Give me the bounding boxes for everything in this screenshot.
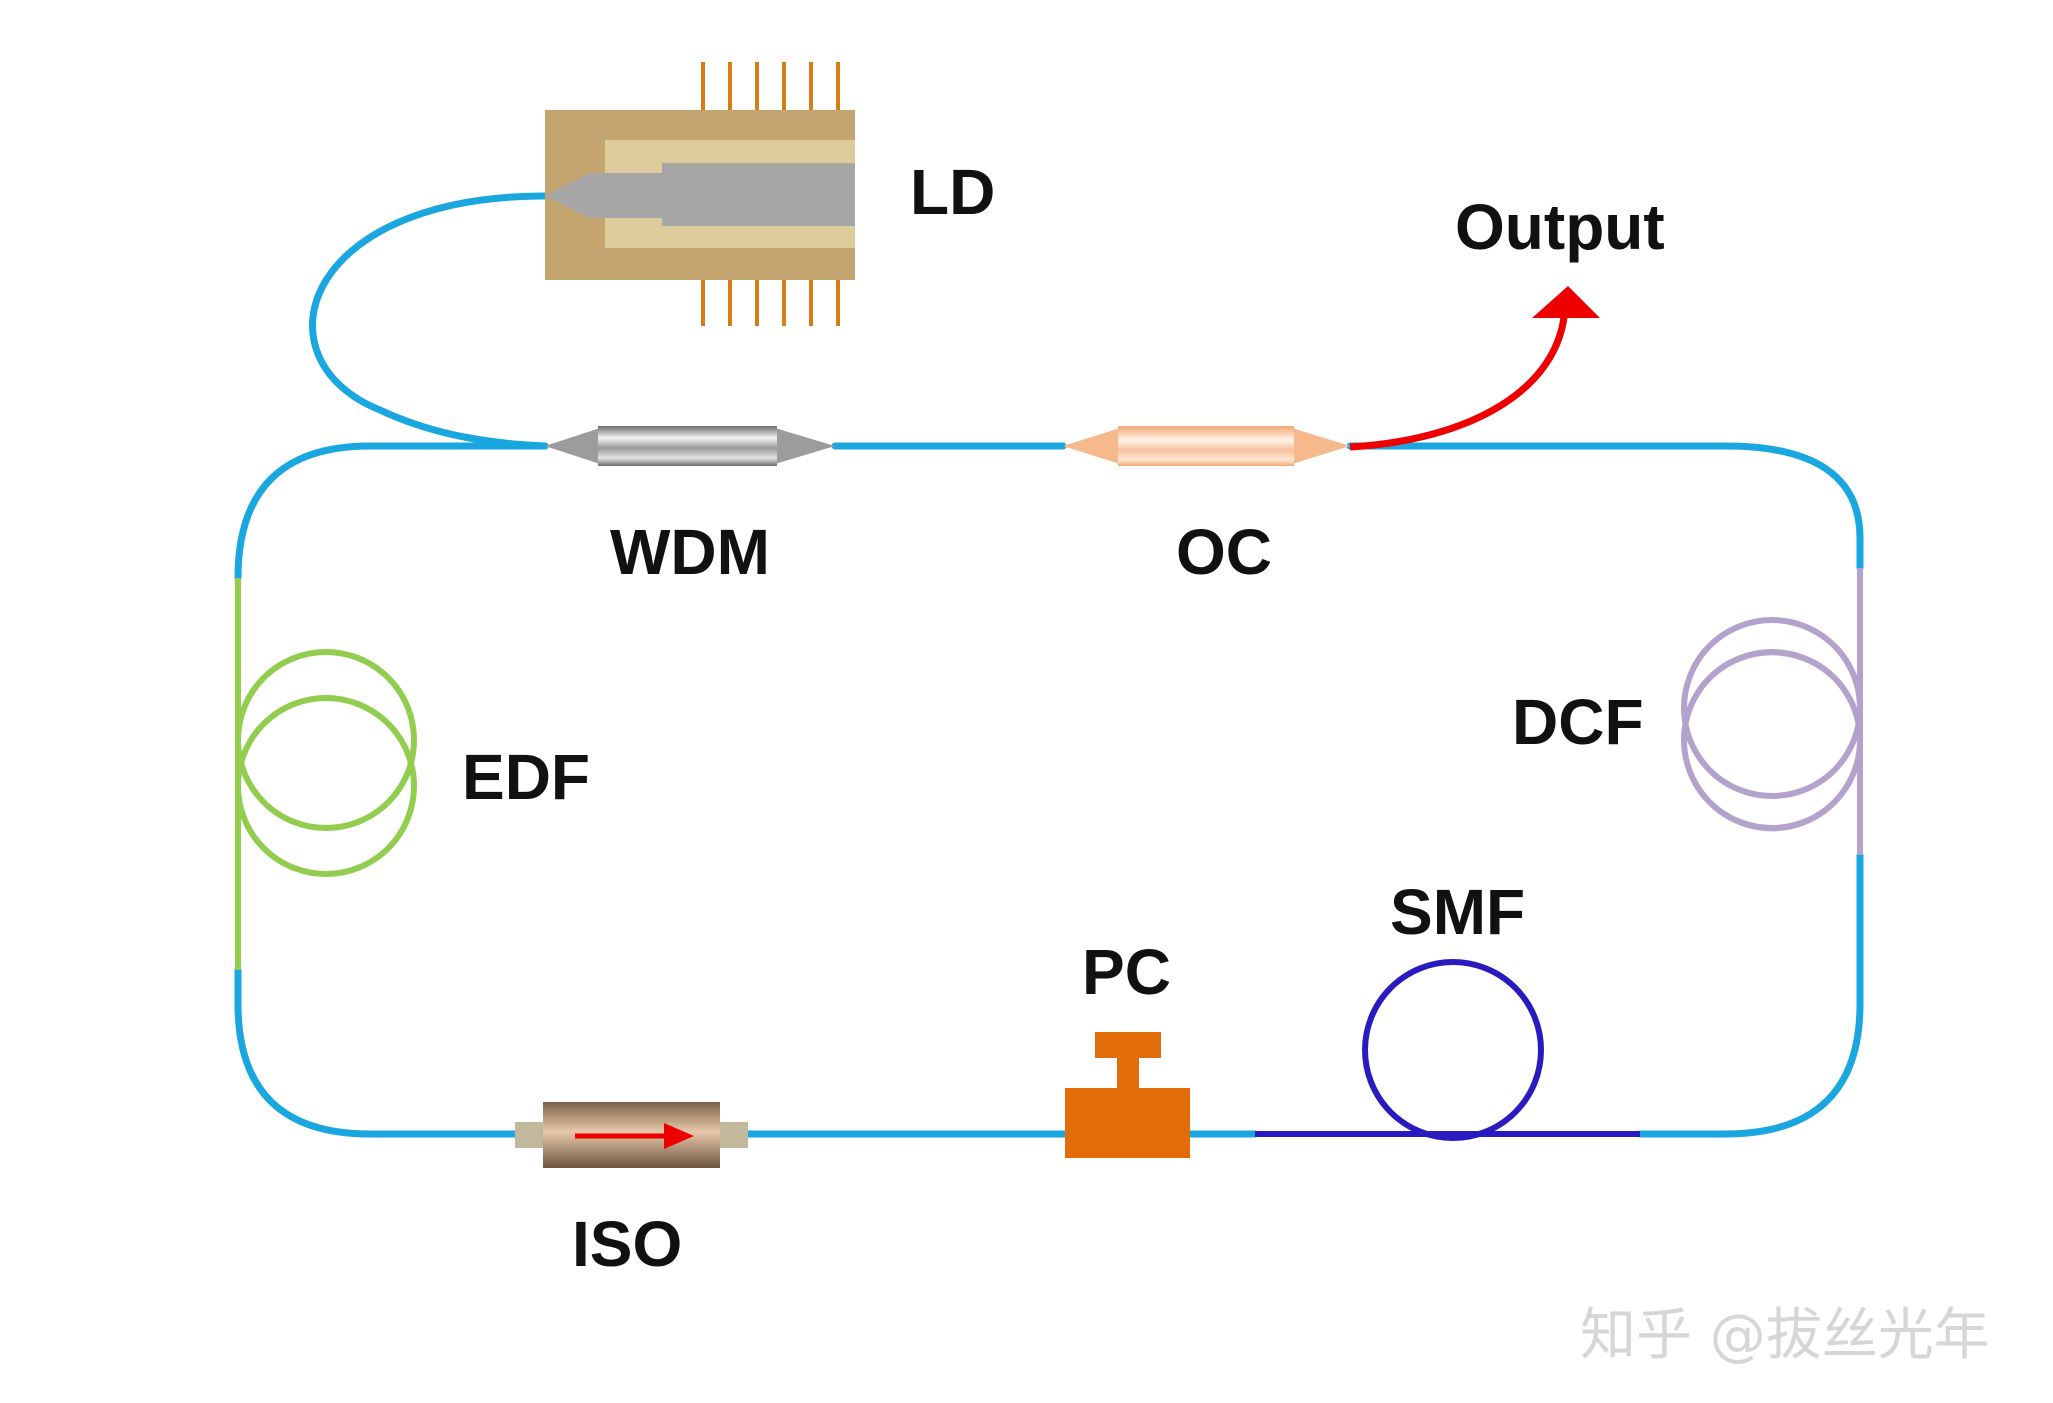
iso-right-ferrule [718, 1122, 748, 1148]
label-dcf: DCF [1512, 686, 1644, 758]
polarization-controller-pc [1065, 1032, 1190, 1158]
label-pc: PC [1082, 936, 1171, 1008]
fiber-left-bottom-segment [234, 966, 524, 1138]
fiber-top-left-segment [234, 442, 549, 582]
dcf-fiber [1681, 568, 1863, 855]
edf-coil-upper [235, 649, 417, 831]
output-arrowhead [1532, 286, 1600, 318]
label-iso: ISO [572, 1208, 683, 1280]
ld-core [662, 163, 855, 226]
dcf-coil-third [1682, 652, 1862, 832]
isolator-iso [515, 1102, 748, 1168]
ld-fiber-taper [545, 173, 662, 218]
label-smf: SMF [1390, 876, 1526, 948]
pc-body [1065, 1088, 1190, 1158]
oc-right-taper [1292, 428, 1350, 464]
output-arrow [1349, 286, 1600, 451]
wdm-left-taper [545, 428, 600, 464]
wdm-body [598, 426, 777, 466]
label-output: Output [1455, 191, 1665, 263]
fiber-pump-loop [309, 192, 549, 450]
fiber-right-top-segment [1346, 442, 1864, 572]
wdm-right-taper [775, 428, 835, 464]
iso-direction-arrowhead [664, 1123, 694, 1149]
label-oc: OC [1176, 516, 1272, 588]
wdm-coupler [545, 426, 835, 466]
output-coupler-oc [1063, 426, 1350, 466]
fiber-bottom-right-segment [1636, 851, 1864, 1138]
oc-body [1118, 426, 1294, 466]
label-edf: EDF [462, 741, 590, 813]
fiber-ring [234, 192, 1864, 1138]
pc-knob-top [1095, 1032, 1161, 1058]
label-ld: LD [910, 156, 996, 228]
output-fiber [1349, 307, 1569, 451]
pc-knob-stem [1117, 1056, 1139, 1090]
smf-coil [1362, 959, 1544, 1141]
oc-left-taper [1063, 428, 1120, 464]
edf-fiber [235, 578, 417, 970]
label-wdm: WDM [610, 516, 770, 588]
iso-left-ferrule [515, 1122, 545, 1148]
laser-diode-ld [545, 62, 855, 326]
edf-coil-lower [235, 695, 417, 877]
watermark: 知乎 @拔丝光年 [1580, 1303, 1990, 1368]
smf-fiber [1255, 959, 1640, 1141]
dcf-coil-upper [1681, 617, 1863, 799]
